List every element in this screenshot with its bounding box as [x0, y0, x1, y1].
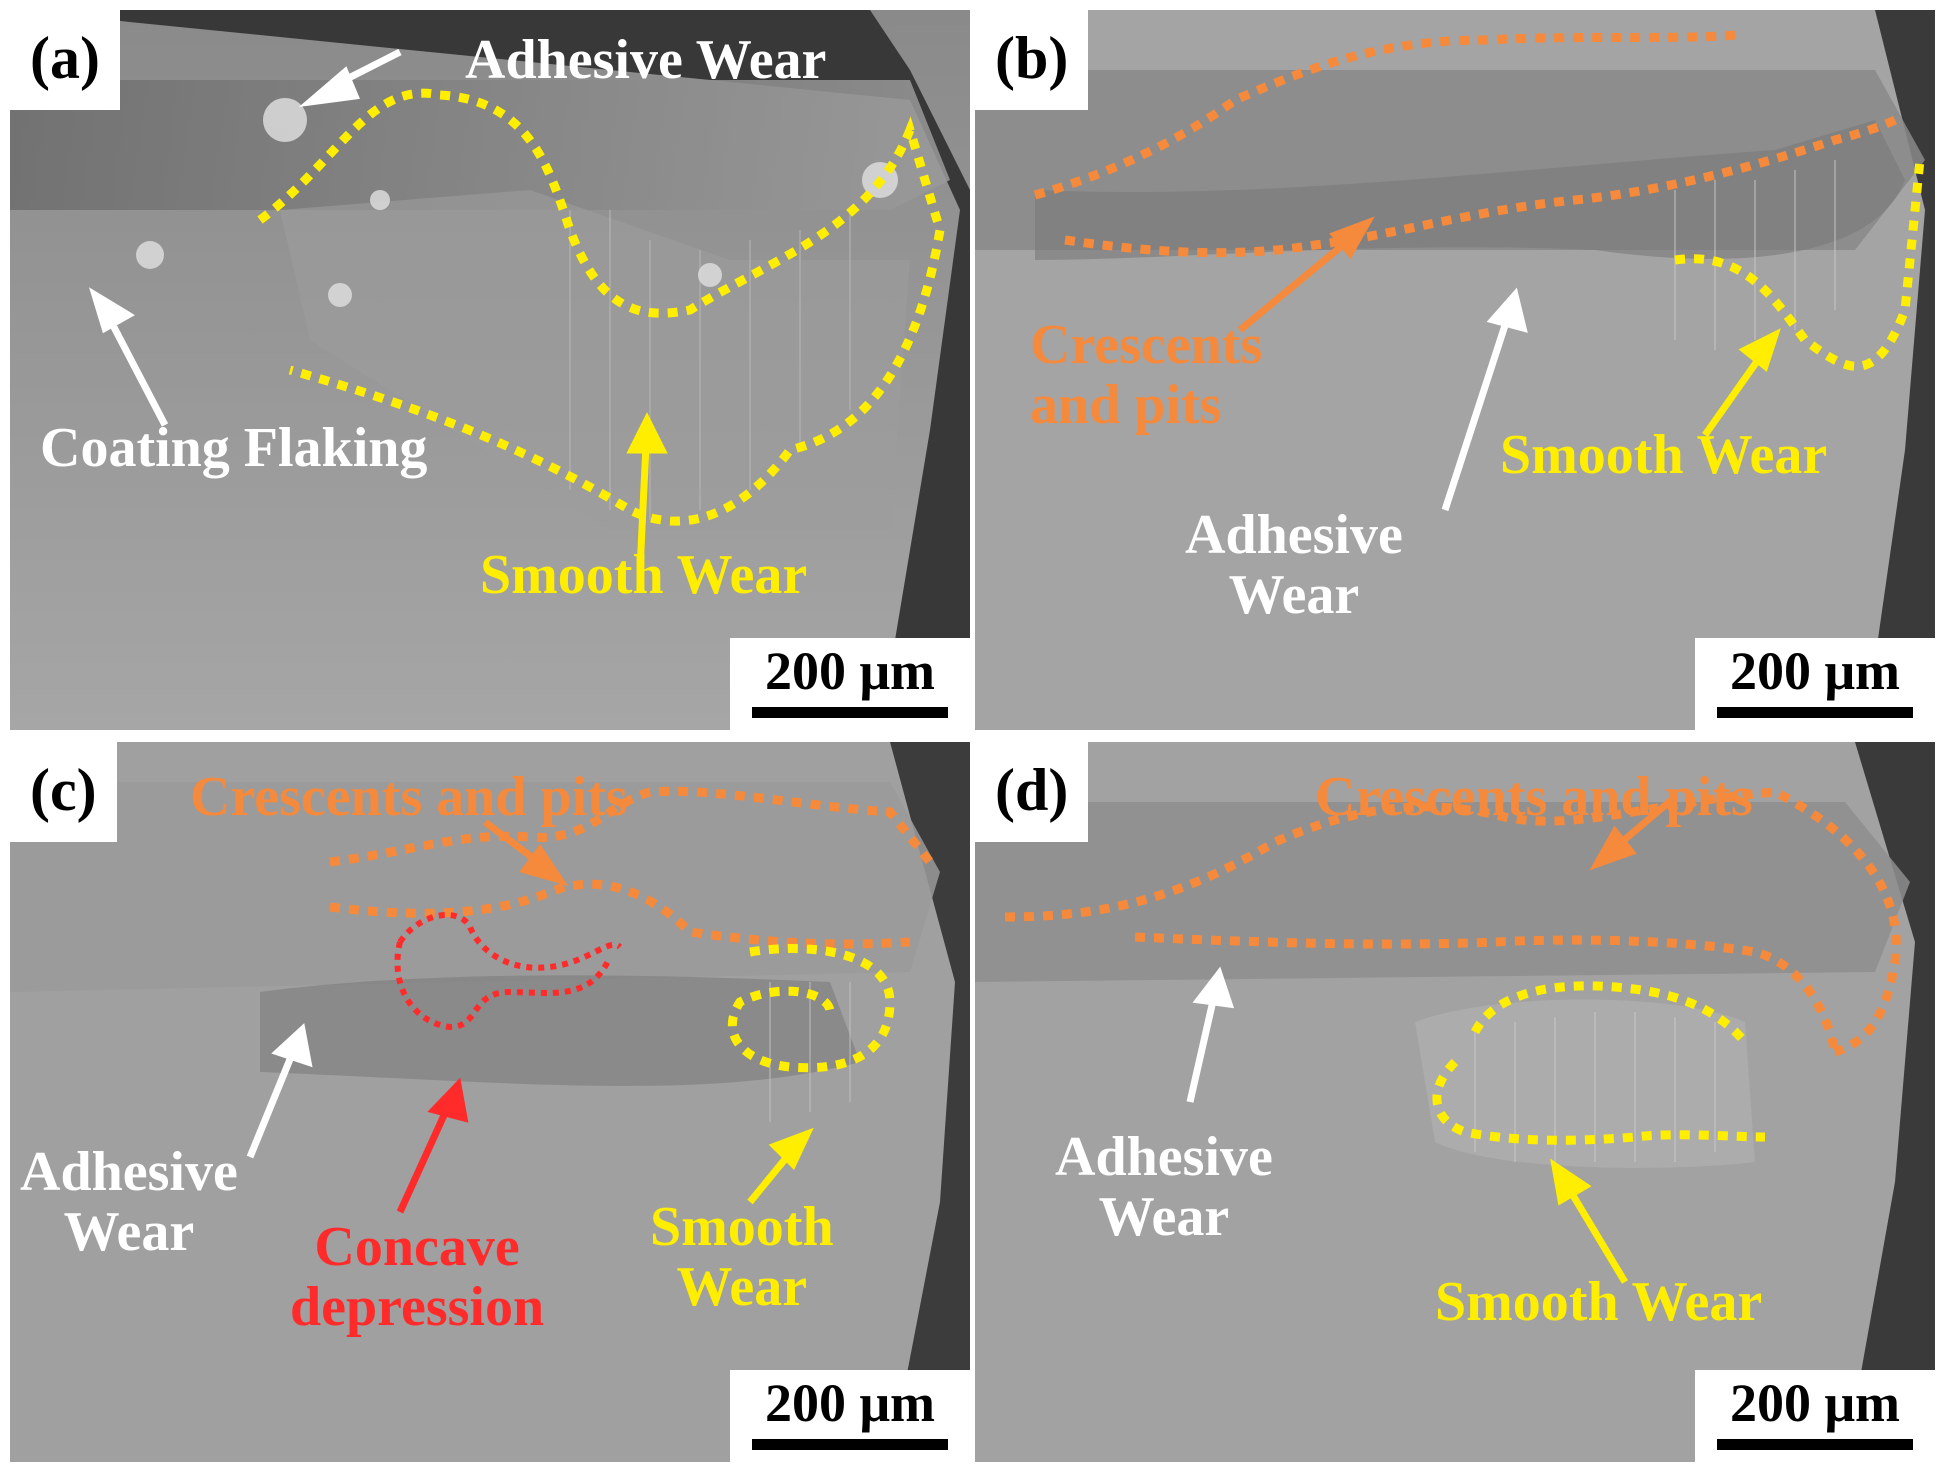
scale-bar-line [1717, 1439, 1913, 1450]
label-adhesive-wear: Adhesive Wear [1185, 504, 1403, 627]
label-adhesive-wear: Adhesive Wear [1055, 1126, 1273, 1249]
sem-panel-b: (b) Crescents and pits Adhesive Wear Smo… [975, 10, 1935, 730]
sem-image-b [975, 10, 1935, 730]
scale-bar-text: 200 μm [764, 1373, 936, 1433]
label-smooth-wear: Smooth Wear [1435, 1271, 1763, 1333]
label-coating-flaking: Coating Flaking [40, 417, 428, 479]
sem-image-a [10, 10, 970, 730]
scale-bar-a: 200 μm [730, 638, 970, 730]
panel-label-b: (b) [975, 10, 1089, 110]
scale-bar-b: 200 μm [1695, 638, 1935, 730]
sem-panel-a: (a) Adhesive Wear Coating Flaking Smooth… [10, 10, 970, 730]
scale-bar-line [752, 1439, 948, 1450]
scale-bar-line [752, 707, 948, 718]
sem-image-c [10, 742, 970, 1462]
panel-label-d: (d) [975, 742, 1089, 842]
scale-bar-text: 200 μm [764, 641, 936, 701]
scale-bar-c: 200 μm [730, 1370, 970, 1462]
scale-bar-line [1717, 707, 1913, 718]
scale-bar-d: 200 μm [1695, 1370, 1935, 1462]
label-crescents-and-pits: Crescents and pits [190, 766, 628, 828]
scale-bar-text: 200 μm [1729, 1373, 1901, 1433]
panel-label-a: (a) [10, 10, 120, 110]
label-smooth-wear: Smooth Wear [480, 544, 808, 606]
scale-bar-text: 200 μm [1729, 641, 1901, 701]
label-smooth-wear: Smooth Wear [1500, 424, 1828, 486]
sem-image-d [975, 742, 1935, 1462]
label-adhesive-wear: Adhesive Wear [465, 29, 827, 91]
label-adhesive-wear: Adhesive Wear [20, 1141, 238, 1264]
sem-panel-c: (c) Crescents and pits Adhesive Wear Con… [10, 742, 970, 1462]
label-concave-depression: Concave depression [290, 1216, 545, 1339]
sem-panel-d: (d) Crescents and pits Adhesive Wear Smo… [975, 742, 1935, 1462]
label-crescents-and-pits: Crescents and pits [1315, 766, 1753, 828]
label-crescents-and-pits: Crescents and pits [1030, 314, 1263, 437]
label-smooth-wear: Smooth Wear [650, 1196, 834, 1319]
panel-label-c: (c) [10, 742, 117, 842]
